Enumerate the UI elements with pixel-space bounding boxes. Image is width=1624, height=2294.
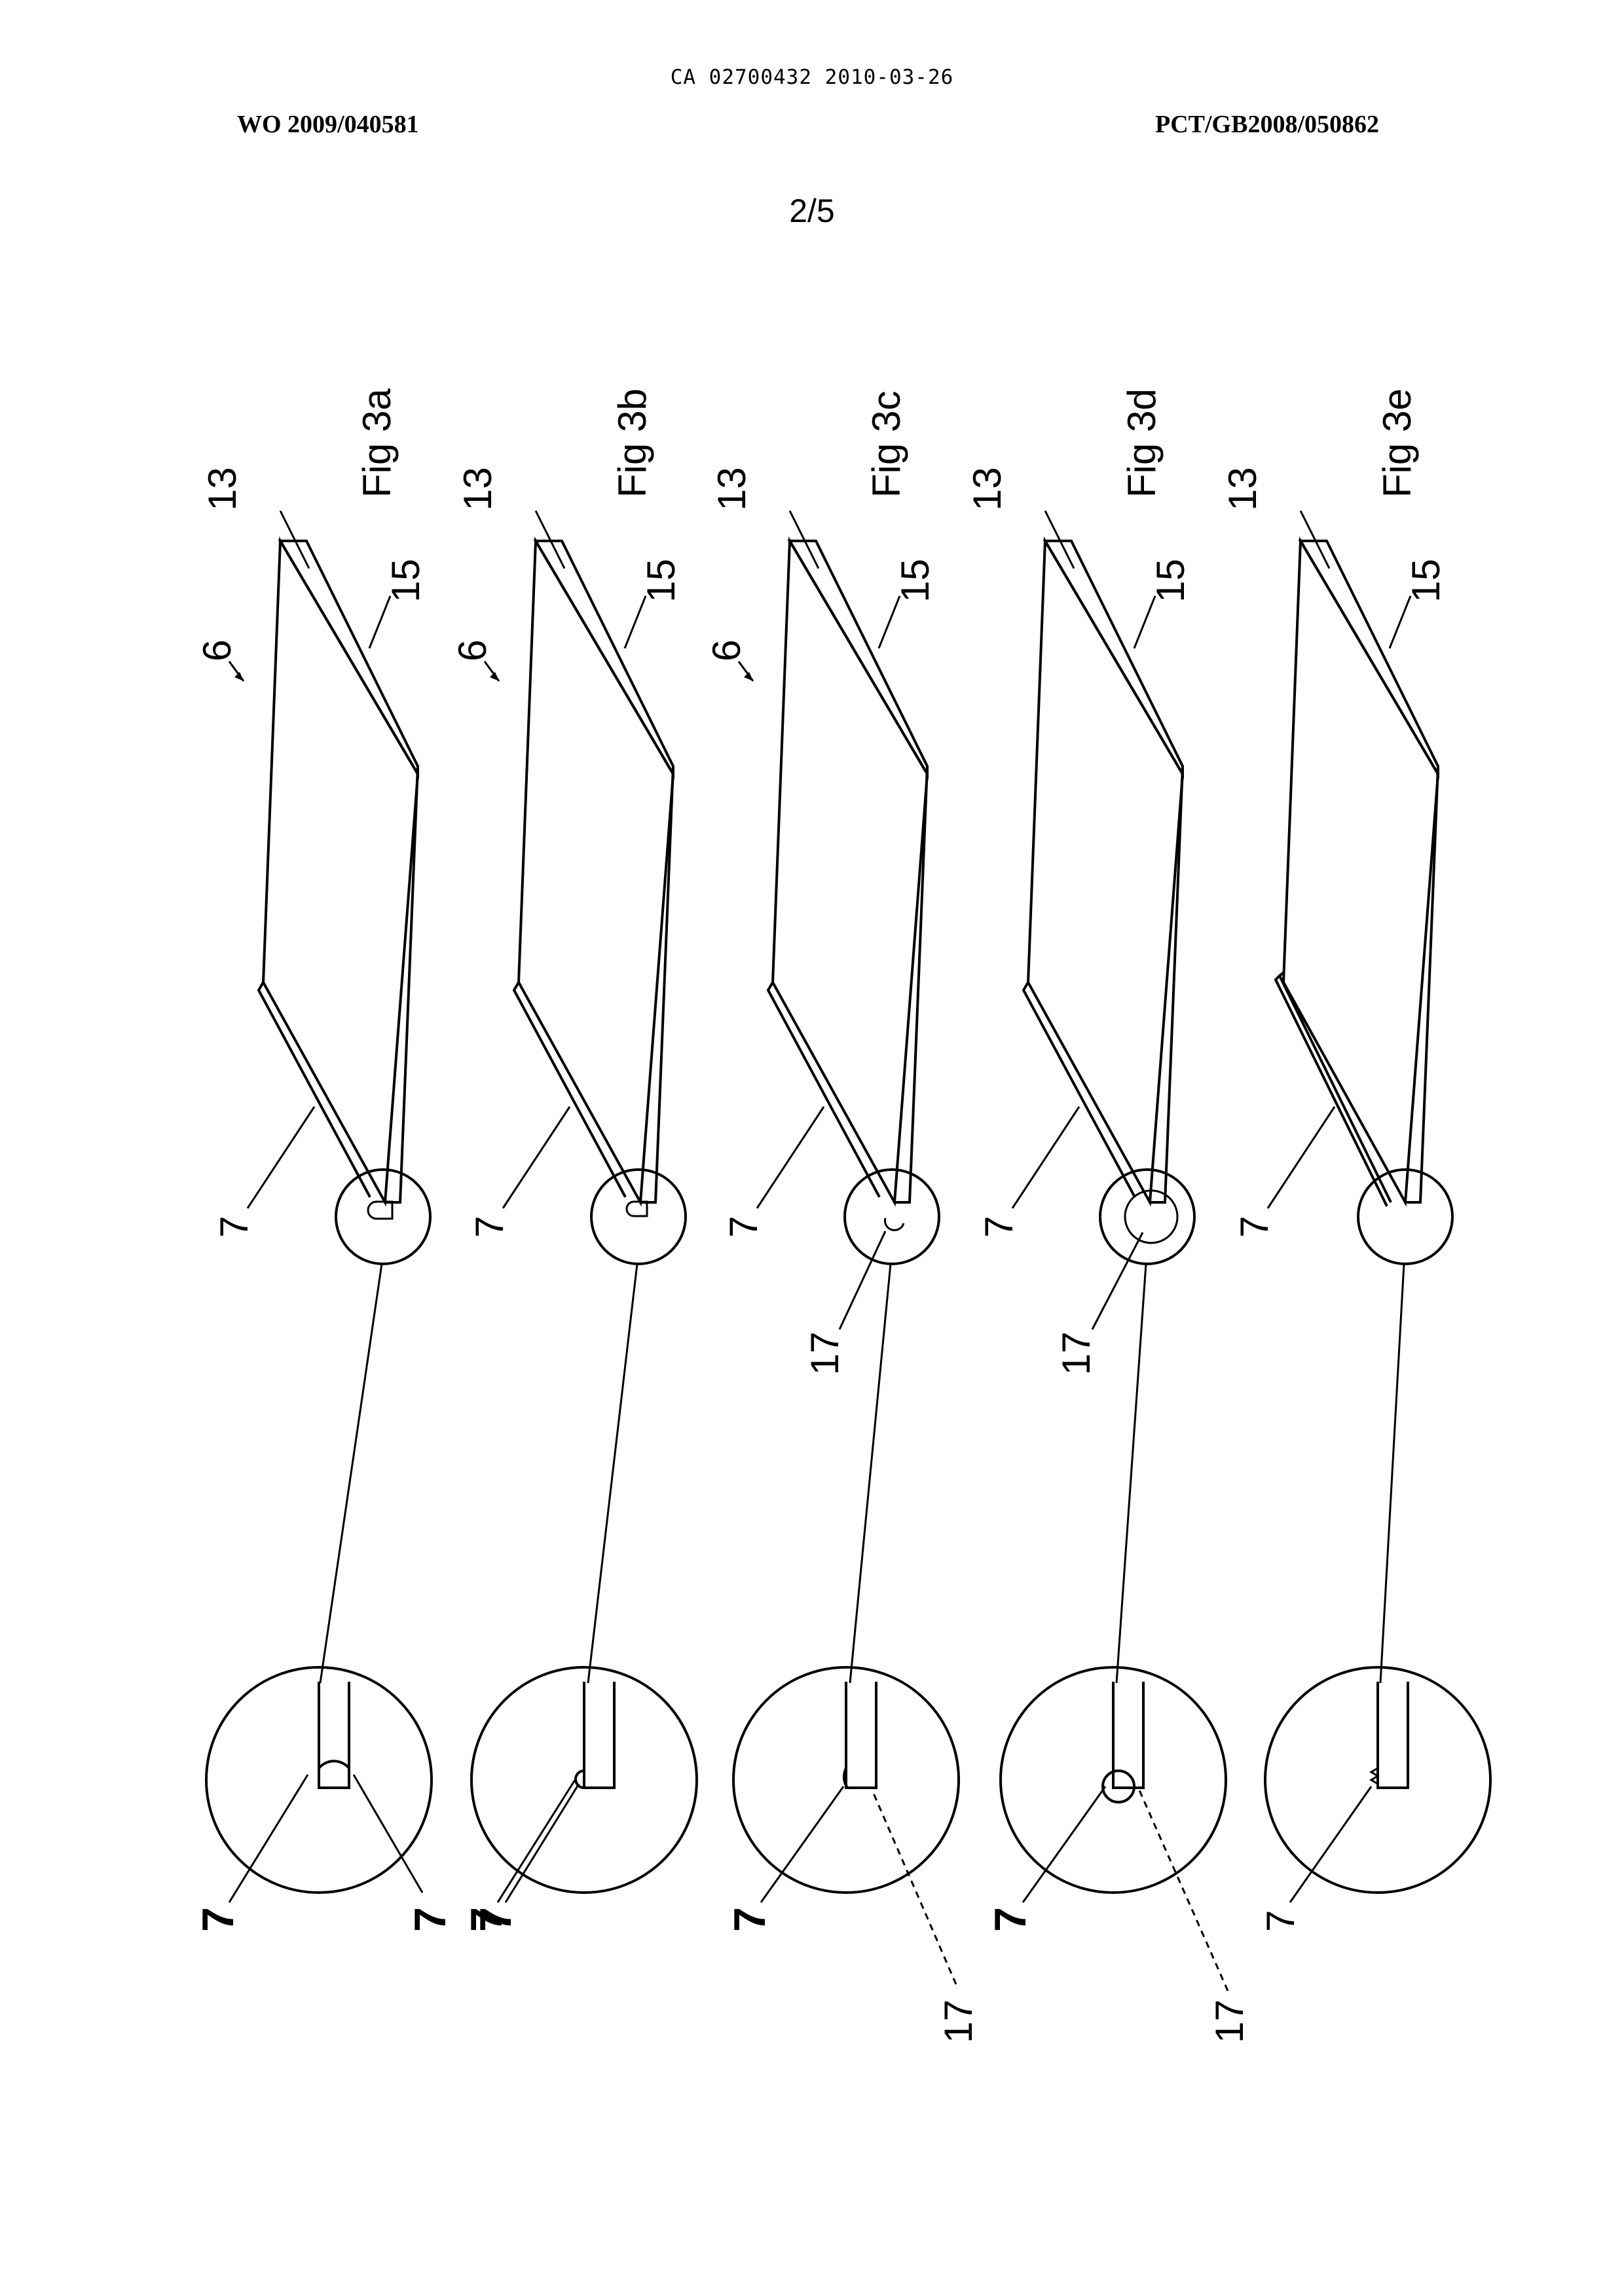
reference-6-arrows xyxy=(229,661,753,681)
panel-13-face xyxy=(519,541,673,1202)
joint-detail xyxy=(885,1218,904,1230)
label-7: 7 xyxy=(977,1216,1021,1238)
leader-15 xyxy=(879,596,900,648)
joint-detail xyxy=(368,1202,392,1219)
label-7: 7 xyxy=(1232,1216,1276,1238)
leader-detail-17 xyxy=(872,1790,956,1984)
label-15: 15 xyxy=(639,559,683,602)
fig-3c-title: Fig 3c xyxy=(864,391,908,498)
fig-3a-title: Fig 3a xyxy=(355,388,399,498)
leader-15 xyxy=(1390,596,1411,648)
leader-detail-7a xyxy=(498,1780,575,1902)
flap-7 xyxy=(1280,972,1391,1202)
detail-leader xyxy=(1116,1264,1146,1683)
leader-17 xyxy=(1092,1232,1143,1329)
leader-detail-7a xyxy=(229,1775,308,1902)
detail-circle-small xyxy=(1358,1170,1452,1264)
leader-7 xyxy=(1012,1107,1079,1208)
label-15: 15 xyxy=(384,559,428,602)
leader-detail-17 xyxy=(1139,1790,1228,1991)
panel-13-face xyxy=(263,541,418,1202)
detail-label-17: 17 xyxy=(936,1999,980,2043)
label-7: 7 xyxy=(212,1216,256,1238)
detail-leader xyxy=(588,1264,637,1683)
detail-circle-small xyxy=(1100,1170,1194,1264)
label-6: 6 xyxy=(451,640,494,661)
arrowhead-6b xyxy=(490,672,499,681)
figure-3d: Fig 3d 13 15 7 17 7 17 xyxy=(965,388,1251,2043)
leader-7 xyxy=(503,1107,570,1208)
label-13: 13 xyxy=(200,467,244,511)
panel-13-face xyxy=(1283,541,1438,1202)
label-13: 13 xyxy=(710,467,754,511)
leader-7 xyxy=(1268,1107,1335,1208)
figure-3a: Fig 3a 13 15 6 7 7 7 xyxy=(193,388,455,1932)
detail-leader xyxy=(850,1264,891,1683)
leader-7 xyxy=(757,1107,824,1208)
fig-3e-title: Fig 3e xyxy=(1375,388,1419,498)
panel-13-face xyxy=(1028,541,1183,1202)
figure-3e: Fig 3e 13 15 7 7 xyxy=(1221,388,1490,1932)
detail-edge xyxy=(846,1682,876,1788)
detail-edge xyxy=(1378,1682,1408,1788)
detail-edge xyxy=(584,1682,614,1788)
label-15: 15 xyxy=(1404,559,1448,602)
detail-groove xyxy=(319,1761,349,1768)
label-15: 15 xyxy=(1149,559,1192,602)
joint-detail xyxy=(627,1202,647,1216)
fig-3d-title: Fig 3d xyxy=(1120,388,1164,498)
label-13: 13 xyxy=(965,467,1009,511)
label-7: 7 xyxy=(468,1216,511,1238)
label-17: 17 xyxy=(1054,1331,1098,1375)
label-15: 15 xyxy=(893,559,937,602)
detail-label-7: 7 xyxy=(1259,1910,1302,1932)
detail-label-7: 7 xyxy=(986,1907,1035,1932)
arrowhead-6a xyxy=(234,672,244,681)
detail-label-7b: 7 xyxy=(471,1907,521,1932)
fig-3b-title: Fig 3b xyxy=(610,388,654,498)
label-13: 13 xyxy=(1221,467,1264,511)
leader-15 xyxy=(625,596,646,648)
figure-3b: Fig 3b 13 15 6 7 7 7 xyxy=(451,388,697,1932)
detail-edge xyxy=(319,1682,349,1788)
detail-label-17: 17 xyxy=(1208,1999,1251,2043)
leader-7 xyxy=(248,1107,314,1208)
panel-13-face xyxy=(773,541,927,1202)
detail-circle-small xyxy=(845,1170,939,1264)
detail-label-7a: 7 xyxy=(193,1907,243,1932)
leader-17 xyxy=(840,1231,885,1329)
leader-15 xyxy=(1134,596,1155,648)
label-6: 6 xyxy=(705,640,748,661)
leader-detail-7 xyxy=(1290,1786,1371,1902)
detail-label-7b: 7 xyxy=(405,1907,455,1932)
label-6: 6 xyxy=(195,640,239,661)
leader-15 xyxy=(369,596,390,648)
arrowhead-6c xyxy=(744,672,753,681)
detail-circle-small xyxy=(336,1170,430,1264)
label-13: 13 xyxy=(456,467,500,511)
label-7: 7 xyxy=(722,1216,766,1238)
detail-leader xyxy=(1380,1264,1404,1683)
detail-leader xyxy=(320,1264,382,1683)
leader-detail-7b xyxy=(354,1775,422,1893)
detail-label-7: 7 xyxy=(725,1907,775,1932)
label-17: 17 xyxy=(803,1331,847,1375)
leader-detail-7 xyxy=(1023,1786,1105,1902)
figure-3c: Fig 3c 13 15 6 7 17 7 17 xyxy=(705,391,980,2043)
